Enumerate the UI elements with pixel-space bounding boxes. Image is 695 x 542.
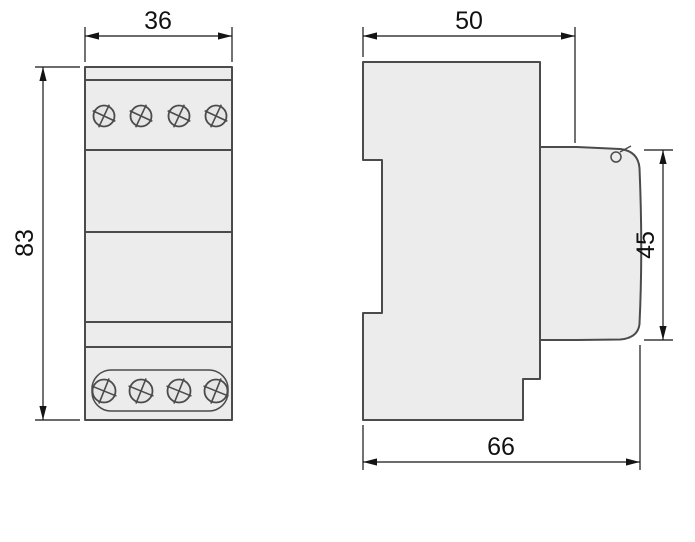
- screw-front-bottom-2: [128, 378, 154, 404]
- screw-front-top-2: [129, 104, 153, 128]
- screw-front-top-3: [167, 104, 191, 128]
- side-view-profile: [362, 61, 643, 421]
- dimension-front-width: 36: [84, 7, 233, 62]
- screw-front-bottom-3: [166, 378, 192, 404]
- screw-front-top-1: [92, 104, 116, 128]
- screw-front-bottom-4: [203, 378, 229, 404]
- screw-front-bottom-1: [91, 378, 117, 404]
- dim-label-front-width: 36: [144, 7, 172, 35]
- dim-label-front-height: 83: [11, 229, 39, 257]
- dimension-front-height: 83: [11, 66, 80, 421]
- dimension-panel-height: 45: [632, 149, 673, 341]
- dim-label-side-total-depth: 66: [487, 433, 515, 461]
- side-view-latch-tick: [619, 145, 632, 153]
- dimension-side-upper-depth: 50: [362, 7, 576, 143]
- dimension-side-total-depth: 66: [362, 345, 641, 470]
- dim-label-panel-height: 45: [632, 231, 660, 259]
- side-view: [362, 61, 643, 421]
- front-view: [84, 66, 233, 421]
- screw-front-top-4: [204, 104, 228, 128]
- dim-label-side-upper-depth: 50: [455, 7, 483, 35]
- side-view-latch-pin: [610, 151, 622, 163]
